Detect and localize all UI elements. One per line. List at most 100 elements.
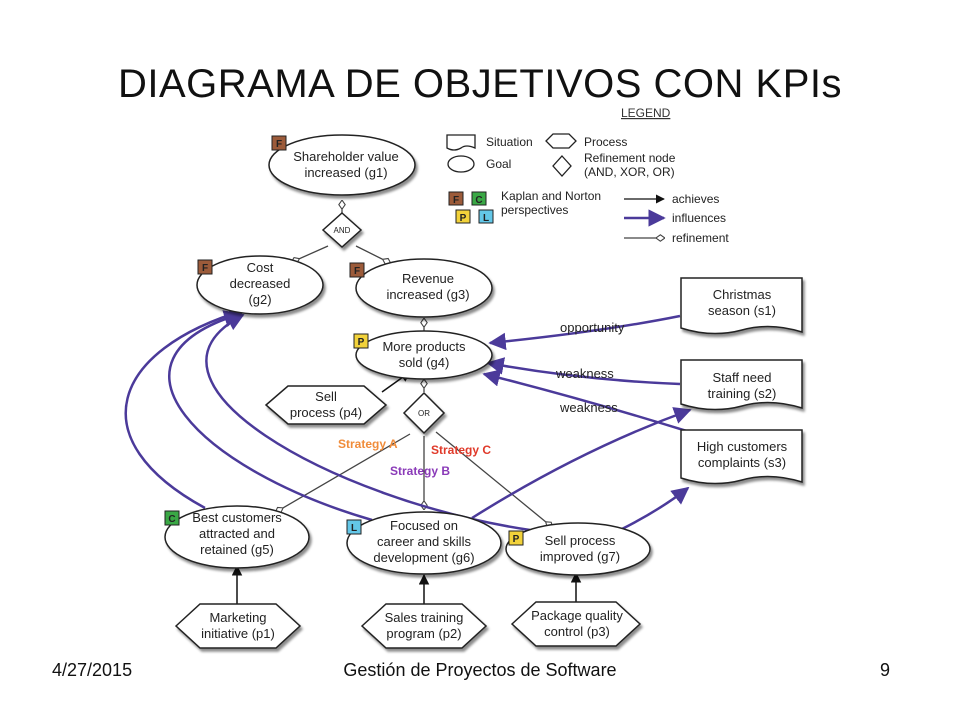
legend-refinement-label: refinement bbox=[672, 231, 729, 245]
process-p4: Sell process (p4) bbox=[264, 385, 388, 425]
legend-process-shape bbox=[545, 133, 577, 149]
label-strategy-a: Strategy A bbox=[338, 437, 398, 451]
label-strategy-c: Strategy C bbox=[431, 443, 491, 457]
goal-g1: Shareholder value increased (g1) F bbox=[268, 134, 416, 196]
goal-g7-line1: Sell process bbox=[545, 533, 616, 548]
goal-g6-badge-label: L bbox=[351, 523, 357, 534]
process-p4-line1: Sell bbox=[315, 389, 337, 404]
slide-title: DIAGRAMA DE OBJETIVOS CON KPIs bbox=[117, 62, 843, 106]
goal-g4: More products sold (g4) P bbox=[353, 330, 493, 380]
legend-kn-line2: perspectives bbox=[501, 203, 568, 217]
legend-badge-l: L bbox=[483, 213, 489, 224]
goal-g5-badge bbox=[164, 510, 180, 526]
edge-g7-to-s3 bbox=[619, 486, 690, 532]
goal-g1-line1: Shareholder value bbox=[293, 149, 399, 164]
legend-refinement-line2: (AND, XOR, OR) bbox=[584, 165, 675, 179]
legend-kn-line1: Kaplan and Norton bbox=[501, 189, 601, 203]
label-weakness-2: weakness bbox=[559, 400, 618, 415]
goal-g2: Cost decreased (g2) F bbox=[196, 255, 324, 315]
situation-s3: High customers complaints (s3) bbox=[680, 429, 803, 485]
legend: LEGEND Situation Goal Process Refinement… bbox=[446, 106, 729, 245]
process-p1-line2: initiative (p1) bbox=[201, 626, 275, 641]
legend-goal-shape bbox=[447, 155, 475, 173]
footer-course-title: Gestión de Proyectos de Software bbox=[343, 660, 617, 680]
edge-g7-to-g2 bbox=[205, 313, 531, 532]
situation-s2: Staff need training (s2) bbox=[680, 359, 803, 411]
goal-g1-badge-label: F bbox=[276, 139, 282, 150]
process-p3-line2: control (p3) bbox=[544, 624, 610, 639]
process-p2-line1: Sales training bbox=[385, 610, 464, 625]
goal-g7: Sell process improved (g7) P bbox=[505, 522, 651, 576]
goal-g5-line1: Best customers bbox=[192, 510, 282, 525]
goal-g2-line3: (g2) bbox=[248, 292, 271, 307]
process-p4-line2: process (p4) bbox=[290, 405, 362, 420]
edge-and-to-g2 bbox=[292, 245, 329, 262]
edge-g5-to-g2 bbox=[124, 306, 247, 510]
situation-s3-line1: High customers bbox=[697, 439, 788, 454]
label-opportunity: opportunity bbox=[560, 320, 625, 335]
situation-s1-line2: season (s1) bbox=[708, 303, 776, 318]
goal-g1-line2: increased (g1) bbox=[304, 165, 387, 180]
goal-g1-badge bbox=[271, 135, 287, 151]
goal-g4-badge bbox=[353, 333, 369, 349]
goal-g2-badge bbox=[197, 259, 213, 275]
goal-g7-badge bbox=[508, 530, 524, 546]
label-strategy-b: Strategy B bbox=[390, 464, 450, 478]
situation-s2-line1: Staff need bbox=[712, 370, 771, 385]
goal-g6-line1: Focused on bbox=[390, 518, 458, 533]
situation-s2-line2: training (s2) bbox=[708, 386, 777, 401]
legend-situation-shape bbox=[446, 134, 476, 151]
legend-achieves-label: achieves bbox=[672, 192, 719, 206]
legend-badge-p: P bbox=[460, 213, 467, 224]
edge-g7-to-or bbox=[435, 431, 552, 527]
legend-badge-c: C bbox=[475, 195, 482, 206]
legend-goal-label: Goal bbox=[486, 157, 511, 171]
label-weakness-1: weakness bbox=[555, 366, 614, 381]
process-p2: Sales training program (p2) bbox=[360, 603, 488, 649]
legend-influences-label: influences bbox=[672, 211, 726, 225]
legend-perspective-badges: F C P L bbox=[448, 191, 494, 224]
process-p1: Marketing initiative (p1) bbox=[174, 603, 302, 649]
legend-process-label: Process bbox=[584, 135, 627, 149]
process-p2-line2: program (p2) bbox=[386, 626, 461, 641]
legend-badge-f: F bbox=[453, 195, 459, 206]
footer-page-number: 9 bbox=[880, 660, 891, 680]
goal-g3-line2: increased (g3) bbox=[386, 287, 469, 302]
process-p3: Package quality control (p3) bbox=[510, 601, 642, 647]
goal-g4-line2: sold (g4) bbox=[399, 355, 450, 370]
and-node-label: AND bbox=[334, 226, 351, 235]
goal-g3-line1: Revenue bbox=[402, 271, 454, 286]
goal-g7-line2: improved (g7) bbox=[540, 549, 620, 564]
edge-g6-to-s2 bbox=[471, 407, 692, 520]
goal-g6: Focused on career and skills development… bbox=[346, 511, 502, 575]
situation-s1: Christmas season (s1) bbox=[680, 277, 803, 335]
edge-g6-to-g2 bbox=[168, 310, 373, 522]
edge-s3-to-g4 bbox=[482, 369, 691, 434]
goal-g2-badge-label: F bbox=[202, 263, 208, 274]
legend-refinement-line1: Refinement node bbox=[584, 151, 676, 165]
goal-g2-line1: Cost bbox=[247, 260, 274, 275]
edge-s2-to-g4 bbox=[486, 357, 681, 386]
situation-s3-line2: complaints (s3) bbox=[698, 455, 786, 470]
goal-g7-badge-label: P bbox=[513, 534, 520, 545]
footer-date: 4/27/2015 bbox=[52, 660, 133, 680]
edge-and-to-g3 bbox=[355, 245, 390, 263]
goal-g5: Best customers attracted and retained (g… bbox=[164, 505, 310, 569]
goal-g6-line3: development (g6) bbox=[373, 550, 474, 565]
edge-labels: opportunity weakness weakness Strategy A… bbox=[338, 320, 625, 478]
process-p1-line1: Marketing bbox=[209, 610, 266, 625]
goal-g6-badge bbox=[346, 519, 362, 535]
goal-g3: Revenue increased (g3) F bbox=[349, 258, 493, 318]
goal-g5-badge-label: C bbox=[168, 514, 175, 525]
edges bbox=[124, 201, 692, 604]
goal-g5-line2: attracted and bbox=[199, 526, 275, 541]
refinement-node-or: OR bbox=[402, 391, 446, 435]
edge-s1-to-g4 bbox=[488, 314, 681, 351]
legend-title: LEGEND bbox=[621, 106, 671, 120]
edge-g5-to-or bbox=[276, 433, 411, 512]
goal-g4-badge-label: P bbox=[358, 337, 365, 348]
legend-refinement-node-shape bbox=[552, 155, 572, 177]
goal-g3-badge bbox=[349, 262, 365, 278]
or-node-label: OR bbox=[418, 409, 430, 418]
